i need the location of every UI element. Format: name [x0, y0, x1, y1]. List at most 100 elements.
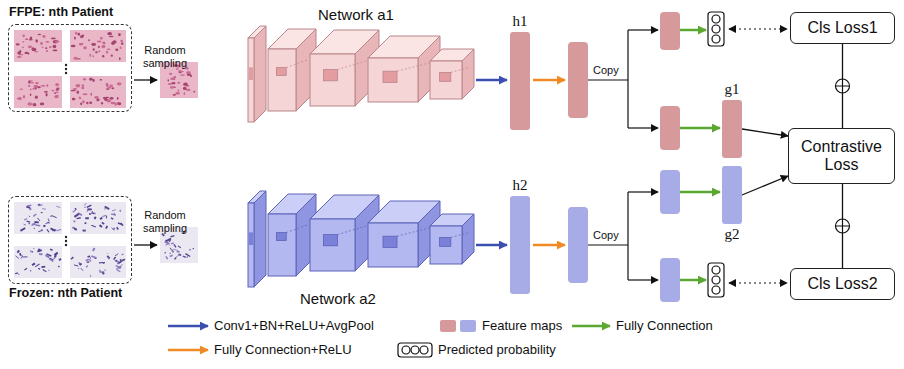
tissue-fiber — [24, 218, 27, 219]
tissue-fiber — [88, 259, 91, 261]
tissue-fiber — [104, 269, 105, 270]
probability-dot — [402, 346, 410, 354]
tissue-nucleus — [184, 92, 186, 95]
tissue-nucleus — [30, 88, 32, 90]
tissue-nucleus — [46, 50, 48, 52]
vector-label: h1 — [513, 13, 528, 30]
loss-box: Contrastive Loss — [788, 128, 895, 184]
tissue-nucleus — [119, 57, 121, 60]
tissue-fiber — [71, 257, 73, 259]
tissue-nucleus — [111, 55, 113, 57]
tissue-fiber — [189, 249, 191, 251]
tissue-nucleus — [25, 38, 29, 39]
conv-block — [268, 194, 316, 276]
tissue-nucleus — [31, 82, 35, 83]
tissue-nucleus — [89, 102, 92, 104]
tissue-nucleus — [94, 96, 98, 99]
tissue-nucleus — [109, 36, 114, 37]
tissue-fiber — [32, 223, 36, 226]
tissue-nucleus — [82, 86, 84, 89]
tissue-fiber — [41, 228, 43, 231]
block-front — [430, 61, 462, 99]
block-side — [254, 191, 266, 287]
tissue-nucleus — [24, 52, 28, 54]
tissue-nucleus — [35, 96, 38, 99]
tissue-fiber — [116, 270, 120, 272]
tissue-fiber — [86, 259, 88, 260]
tissue-nucleus — [91, 43, 95, 45]
block-side — [254, 26, 266, 122]
tissue-nucleus — [106, 51, 108, 54]
kernel — [249, 232, 253, 245]
tissue-fiber — [91, 256, 96, 258]
kernel — [276, 68, 286, 76]
feature-vector: g2 — [722, 166, 742, 224]
conv-block — [248, 26, 266, 122]
tissue-fiber — [102, 222, 104, 224]
legend-text: Fully Connection — [616, 318, 713, 334]
kernel — [440, 72, 451, 81]
tissue-nucleus — [45, 41, 49, 43]
tissue-nucleus — [88, 39, 90, 41]
loss-label: Cls Loss1 — [807, 19, 877, 37]
tissue-fiber — [120, 210, 121, 212]
tissue-nucleus — [49, 46, 52, 48]
tissue-fiber — [175, 258, 177, 260]
tissue-nucleus — [56, 88, 60, 89]
feature-map — [660, 106, 680, 150]
tissue-fiber — [121, 223, 123, 226]
tissue-fiber — [86, 266, 88, 267]
tissue-nucleus — [79, 97, 81, 99]
tissue-nucleus — [19, 50, 21, 53]
tissue-fiber — [170, 255, 173, 256]
tissue-fiber — [185, 254, 190, 257]
tissue-fiber — [59, 259, 61, 260]
tissue-nucleus — [89, 78, 93, 81]
copy-split — [588, 30, 628, 128]
tissue-nucleus — [51, 90, 54, 92]
tissue-nucleus — [35, 82, 39, 84]
tissue-nucleus — [101, 45, 105, 48]
tissue-fiber — [17, 250, 19, 252]
tissue-nucleus — [75, 32, 77, 35]
tissue-fiber — [115, 254, 118, 256]
tissue-fiber — [42, 208, 46, 209]
copy-split — [588, 192, 628, 280]
dotted-link — [729, 28, 787, 29]
tissue-nucleus — [120, 40, 123, 43]
tissue-fiber — [26, 206, 30, 209]
block-front — [430, 226, 462, 264]
tissue-fiber — [84, 222, 87, 223]
kernel — [383, 236, 397, 247]
fc-relu-arrow — [533, 79, 565, 82]
tissue-fiber — [41, 212, 43, 213]
tissue-nucleus — [37, 34, 41, 36]
tissue-fiber — [78, 268, 80, 270]
tissue-nucleus — [22, 34, 25, 37]
sum-symbol — [836, 79, 850, 93]
tissue-fiber — [100, 217, 102, 219]
tissue-fiber — [106, 252, 108, 254]
tissue-fiber — [30, 250, 32, 252]
tissue-fiber — [43, 270, 47, 272]
tissue-nucleus — [193, 91, 195, 93]
tissue-fiber — [176, 255, 179, 257]
probability-dot — [712, 15, 720, 23]
tissue-nucleus — [75, 84, 80, 87]
tissue-fiber — [24, 224, 26, 225]
conv-block — [430, 49, 474, 99]
tissue-fiber — [116, 268, 118, 269]
tissue-nucleus — [112, 40, 116, 43]
block-front — [268, 214, 296, 276]
tissue-fiber — [38, 249, 40, 251]
tissue-fiber — [31, 251, 33, 252]
tissue-fiber — [37, 218, 40, 221]
tissue-nucleus — [175, 92, 180, 95]
tissue-tile — [70, 30, 126, 62]
tissue-nucleus — [98, 46, 100, 48]
tissue-fiber — [100, 225, 102, 227]
tissue-fiber — [85, 217, 89, 219]
